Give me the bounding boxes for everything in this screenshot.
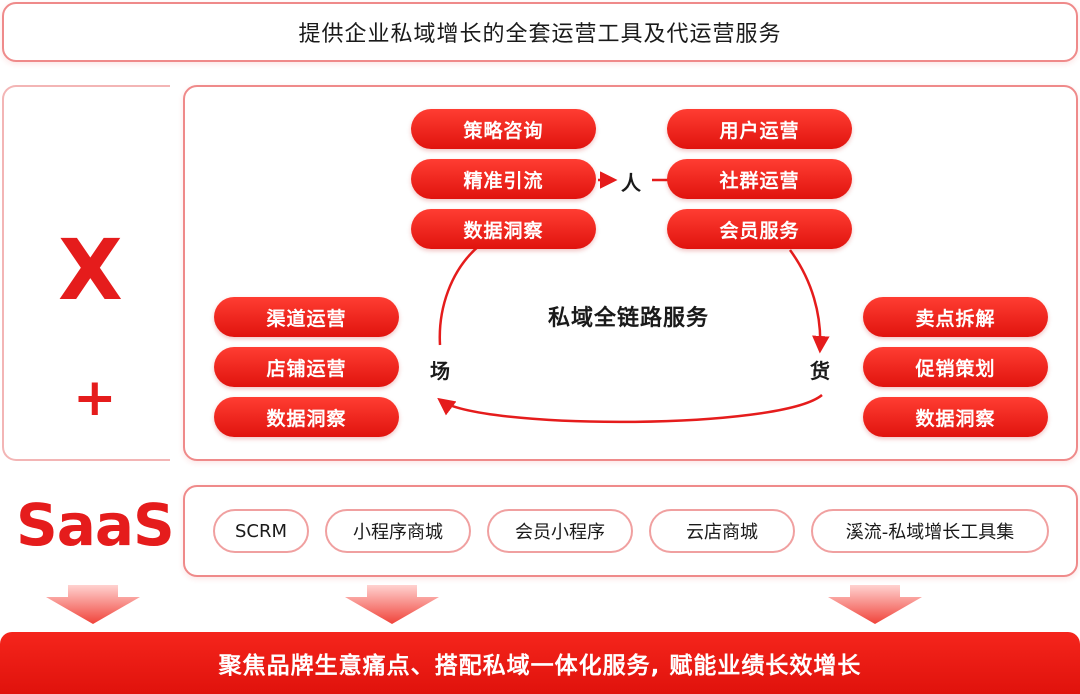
- pill-community-operations: 社群运营: [667, 159, 852, 199]
- header-banner: 提供企业私域增长的全套运营工具及代运营服务: [2, 2, 1078, 62]
- tool-xiliu-growth-toolkit: 溪流-私域增长工具集: [811, 509, 1049, 553]
- node-goods: 货: [810, 359, 830, 383]
- down-arrow-middle: [345, 585, 439, 624]
- down-arrow-left: [46, 585, 140, 624]
- tool-member-mini-program: 会员小程序: [487, 509, 633, 553]
- x-mark: X: [58, 221, 123, 319]
- pill-store-operations: 店铺运营: [214, 347, 399, 387]
- center-title: 私域全链路服务: [548, 306, 710, 331]
- tool-cloud-store-mall: 云店商城: [649, 509, 795, 553]
- pill-member-service: 会员服务: [667, 209, 852, 249]
- pill-strategy-consulting: 策略咨询: [411, 109, 596, 149]
- node-people: 人: [621, 171, 641, 195]
- pill-data-insight-top: 数据洞察: [411, 209, 596, 249]
- footer-banner: 聚焦品牌生意痛点、搭配私域一体化服务, 赋能业绩长效增长: [0, 632, 1080, 694]
- footer-slogan: 聚焦品牌生意痛点、搭配私域一体化服务, 赋能业绩长效增长: [218, 653, 862, 679]
- plus-mark: +: [73, 368, 117, 428]
- pill-promotion-planning: 促销策划: [863, 347, 1048, 387]
- node-place: 场: [430, 359, 450, 383]
- pill-data-insight-right: 数据洞察: [863, 397, 1048, 437]
- down-arrow-right: [828, 585, 922, 624]
- saas-logo: SaaS: [16, 491, 175, 559]
- pill-channel-operations: 渠道运营: [214, 297, 399, 337]
- pill-selling-point-analysis: 卖点拆解: [863, 297, 1048, 337]
- left-panel: [2, 85, 170, 461]
- tool-mini-program-mall: 小程序商城: [325, 509, 471, 553]
- pill-data-insight-left: 数据洞察: [214, 397, 399, 437]
- header-title: 提供企业私域增长的全套运营工具及代运营服务: [298, 22, 782, 47]
- pill-precise-traffic: 精准引流: [411, 159, 596, 199]
- pill-user-operations: 用户运营: [667, 109, 852, 149]
- tool-scrm: SCRM: [213, 509, 309, 553]
